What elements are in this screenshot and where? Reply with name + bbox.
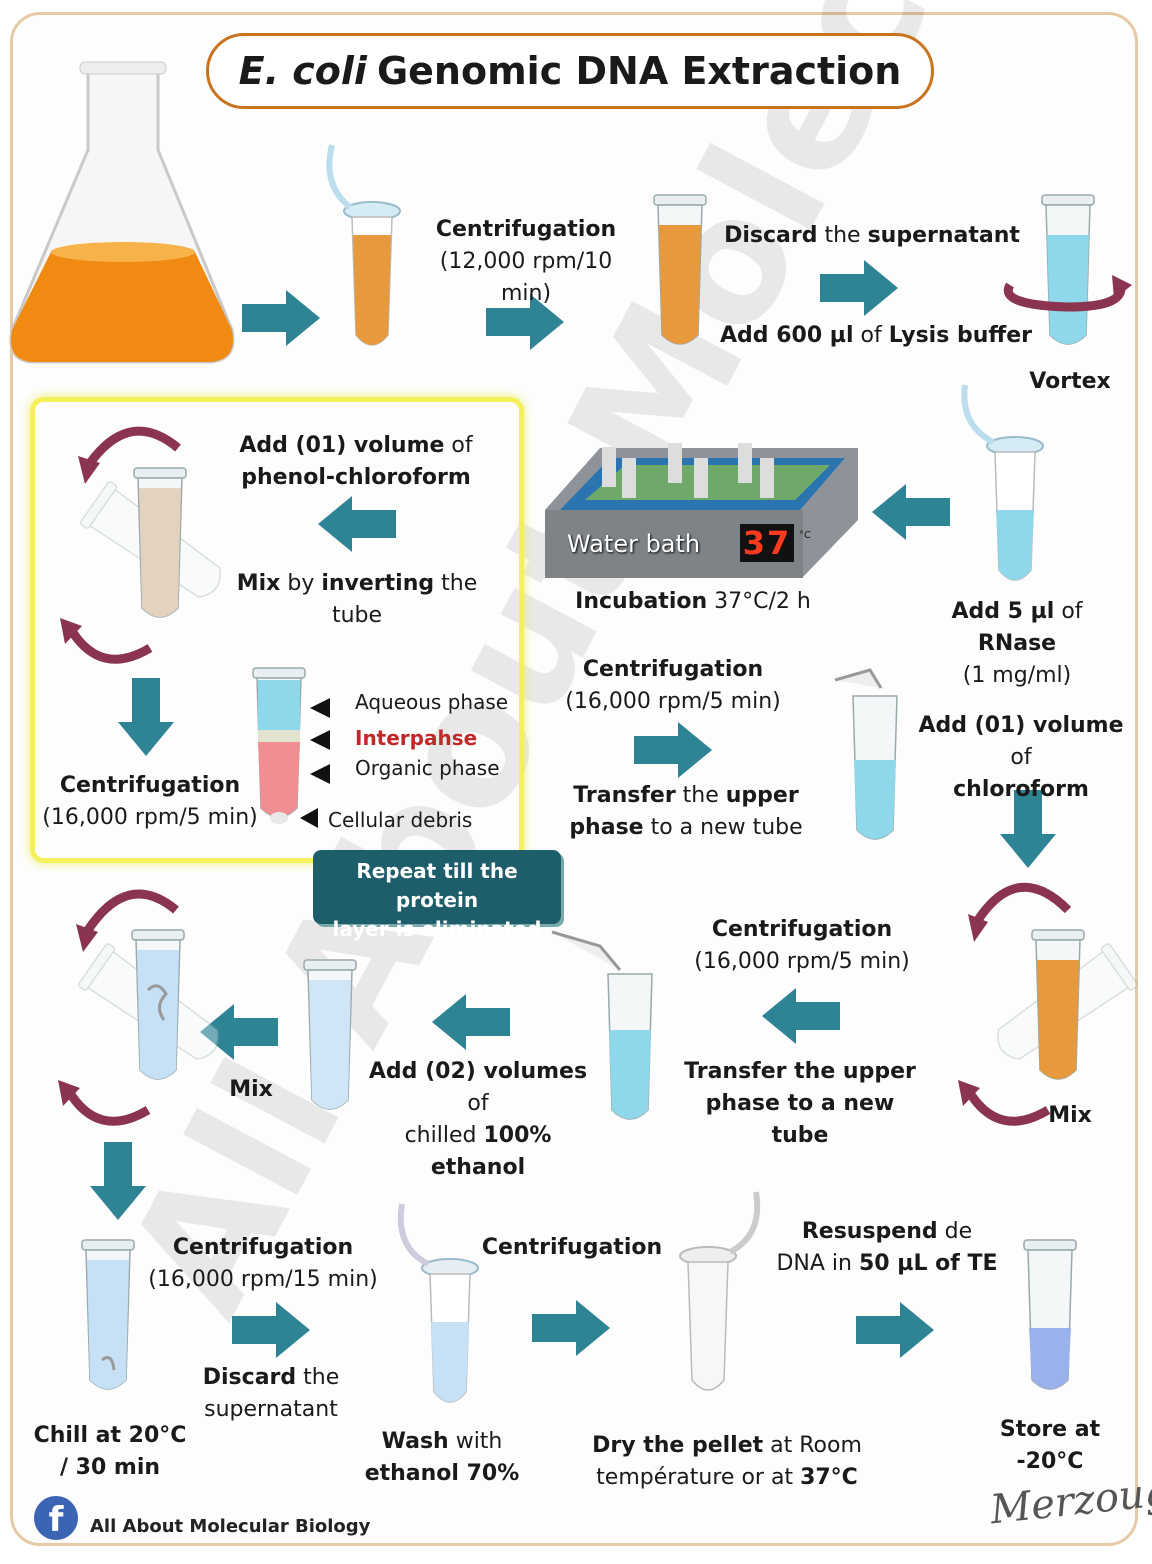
mix-label-right: Mix <box>1048 1103 1092 1128</box>
discard-supernatant-label-1: Discard the supernatant <box>724 223 1020 248</box>
incubation-label: Incubation 37°C/2 h <box>575 589 811 614</box>
tube-store-icon <box>1023 1239 1077 1390</box>
arrow-row3-right <box>762 988 840 1044</box>
arrow-to-waterbath <box>872 484 950 540</box>
facebook-icon[interactable]: f <box>34 1496 78 1540</box>
tube-open-light-blue-icon <box>834 668 898 840</box>
aqueous-phase-label: Aqueous phase <box>355 690 509 714</box>
lysis-buffer-label: Add 600 µl of Lysis buffer <box>720 323 1032 348</box>
centrifugation-label-3: Centrifugation(16,000 rpm/5 min) <box>565 657 781 714</box>
centrifugation-label-4: Centrifugation(16,000 rpm/5 min) <box>694 917 910 974</box>
tube-wash-icon <box>397 1203 479 1403</box>
interphase-label: Interpahse <box>355 726 478 750</box>
repeat-section-box <box>30 397 524 863</box>
vortex-label: Vortex <box>1029 369 1111 394</box>
centrifugation-label-2: Centrifugation(16,000 rpm/5 min) <box>42 773 258 830</box>
centrifugation-label-1: Centrifugation(12,000 rpm/10 min) <box>435 217 617 306</box>
tube-ethanol-icon <box>303 959 357 1110</box>
tube-transfer-blue-icon <box>551 930 653 1120</box>
tube-mix-dna-icon <box>58 889 231 1126</box>
chill-label: Chill at 20°C/ 30 min <box>33 1423 187 1480</box>
organic-phase-label: Organic phase <box>355 756 500 780</box>
centrifugation-label-5: Centrifugation(16,000 rpm/15 min) <box>148 1235 378 1292</box>
tube-blue-vortex-icon <box>1003 194 1132 345</box>
centrifugation-label-6: Centrifugation <box>481 1235 663 1260</box>
phase-pointers <box>300 698 330 828</box>
tube-inverting-icon <box>60 426 233 664</box>
tube-mix-orange-icon <box>958 882 1140 1126</box>
tube-open-blue-icon <box>961 384 1044 581</box>
arrow-row4-2 <box>532 1300 610 1356</box>
store-label: Store at -20°C <box>999 1417 1101 1474</box>
tube-phases-icon <box>252 667 306 824</box>
rnase-label: Add 5 µl of RNase(1 mg/ml) <box>951 599 1083 688</box>
water-bath-unit: °C <box>799 530 811 541</box>
arrow-down-bottom-left <box>90 1142 146 1220</box>
arrow-row4-1 <box>232 1302 310 1358</box>
tube-chill-icon <box>81 1239 135 1390</box>
erlenmeyer-flask-icon <box>9 61 235 364</box>
mix-label-left: Mix <box>229 1077 273 1102</box>
arrow-transfer-upper-1 <box>634 722 712 778</box>
footer-credit: All About Molecular Biology <box>90 1516 371 1537</box>
tube-dry-icon <box>679 1191 761 1391</box>
tube-open-orange-icon <box>326 144 401 346</box>
arrow-row4-3 <box>856 1302 934 1358</box>
tube-orange-icon <box>653 194 707 345</box>
water-bath-label: Water bath <box>567 530 701 558</box>
cellular-debris-label: Cellular debris <box>328 808 473 832</box>
arrow-row3-mid <box>432 994 510 1050</box>
water-bath-display: 37 <box>740 524 794 562</box>
